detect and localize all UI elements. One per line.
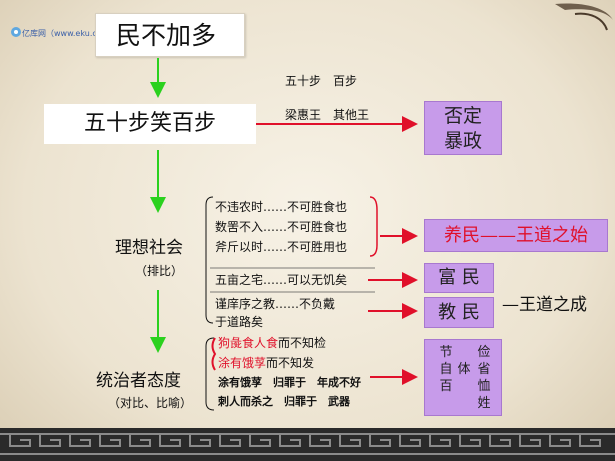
yang-min-tail: 王道之始 — [516, 225, 588, 246]
title-box: 民不加多 — [95, 13, 245, 57]
advice-col-2: 体 — [457, 361, 471, 378]
advice-char: 姓 — [477, 396, 491, 411]
ideal-item: 谨庠序之教……不负戴 — [215, 297, 336, 311]
advice-char: 自 — [439, 362, 453, 377]
ideal-item: 数罟不入……不可胜食也 — [215, 220, 348, 234]
advice-box: 节 自 百 体 俭 省 恤 姓 — [424, 339, 502, 416]
rulers-line-3: 涂有饿莩 归罪于 年成不好 — [218, 376, 361, 389]
ideal-item: 五亩之宅……可以无饥矣 — [215, 273, 348, 287]
ideal-item: 不违农时……不可胜食也 — [215, 200, 348, 214]
yang-min-box: 养民——王道之始 — [424, 219, 608, 252]
advice-char: 节 — [439, 345, 453, 360]
fu-min-box: 富 民 — [424, 263, 494, 293]
lattice-pattern-icon — [0, 433, 615, 455]
bottom-border — [0, 428, 615, 461]
verdict-box: 否定 暴政 — [424, 101, 502, 155]
rulers-line-4: 刺人而杀之 归罪于 武器 — [218, 395, 350, 408]
ideal-item: 斧斤以时……不可胜用也 — [215, 240, 348, 254]
advice-char: 俭 — [477, 345, 491, 360]
note-line-1: 五十步 百步 — [285, 74, 358, 88]
watermark: 亿库网（www.eku.cc） — [22, 29, 110, 38]
rulers-line-1-red: 狗彘食人食 — [218, 336, 279, 350]
ideal-label: 理想社会 — [115, 238, 183, 258]
bracket-left — [205, 196, 214, 324]
wangdao-cheng-label: 王道之成 — [519, 295, 587, 315]
dash-icon: —— — [480, 225, 516, 246]
bracket-red — [211, 337, 217, 371]
rulers-line-2-black: 而不知发 — [266, 356, 315, 370]
advice-char: 体 — [457, 362, 471, 377]
advice-char: 省 — [477, 362, 491, 377]
rulers-sublabel: （对比、比喻） — [108, 396, 193, 410]
jiao-min-box: 教 民 — [424, 297, 494, 328]
rulers-line-1: 狗彘食人食而不知检 — [218, 334, 326, 351]
logo-icon — [11, 27, 21, 37]
bracket-right — [369, 196, 378, 257]
advice-char: 恤 — [477, 379, 491, 394]
advice-col-1: 节 自 百 — [439, 344, 453, 395]
rulers-label: 统治者态度 — [96, 371, 181, 391]
rulers-line-2-red: 涂有饿莩 — [218, 356, 267, 370]
advice-col-3: 俭 省 恤 姓 — [477, 344, 491, 412]
advice-char: 百 — [439, 379, 453, 394]
note-line-2: 梁惠王 其他王 — [285, 108, 370, 122]
wangdao-cheng: —王道之成 — [502, 290, 587, 315]
rulers-line-1-black: 而不知检 — [278, 336, 327, 350]
scroll-ornament-icon — [555, 3, 613, 31]
verdict-line-1: 否定 — [443, 105, 482, 127]
bracket-rulers — [205, 337, 215, 411]
subtitle-box: 五十步笑百步 — [44, 104, 256, 144]
yang-min-label: 养民 — [444, 225, 480, 246]
rulers-line-2: 涂有饿莩而不知发 — [218, 354, 314, 371]
verdict-line-2: 暴政 — [443, 130, 482, 152]
ideal-sublabel: （排比） — [135, 264, 184, 278]
ideal-item: 于道路矣 — [215, 315, 264, 329]
dash-icon: — — [502, 295, 519, 315]
